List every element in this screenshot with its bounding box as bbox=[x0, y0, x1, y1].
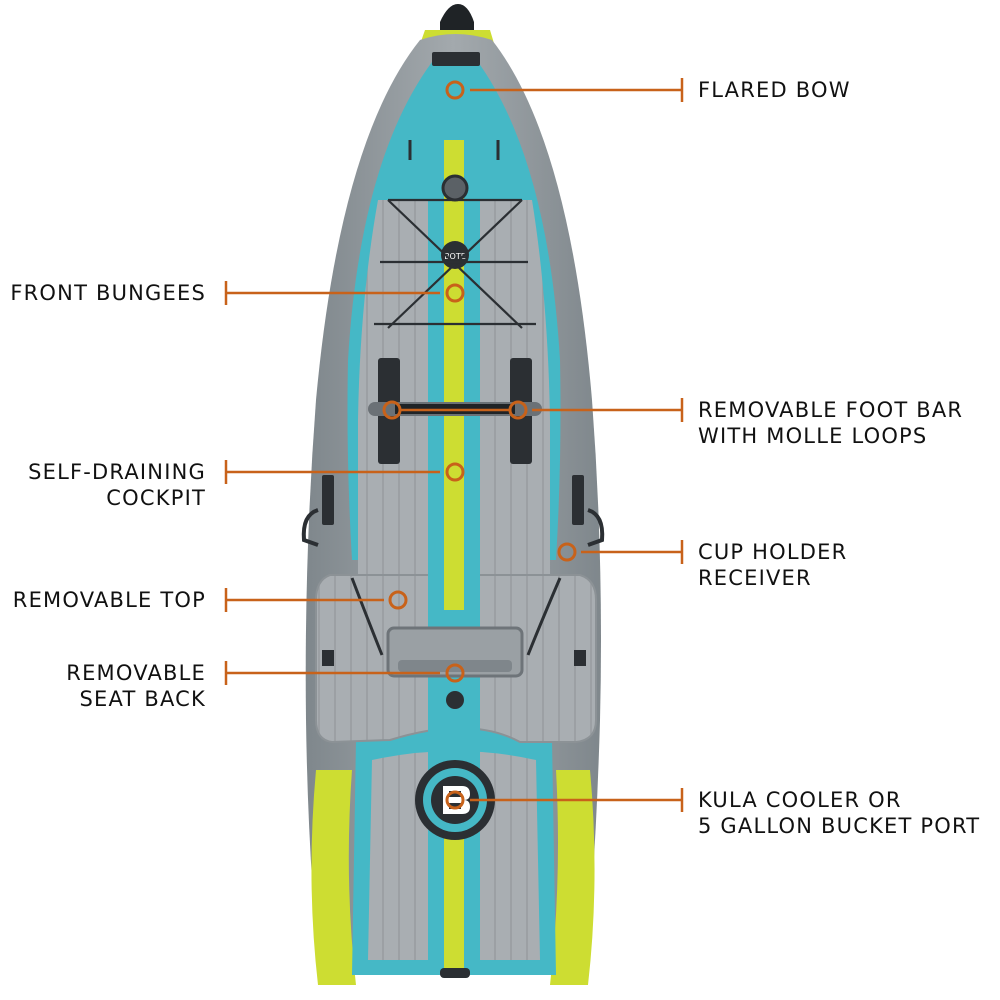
front-bungee-cords bbox=[374, 198, 536, 329]
removable-top-marker-ring bbox=[388, 590, 408, 610]
kula-cooler-port-marker-ring bbox=[445, 790, 465, 810]
self-draining-cockpit-marker-ring bbox=[445, 462, 465, 482]
cup-holder-receiver-label-line: RECEIVER bbox=[698, 566, 812, 590]
removable-seat-back-label-line: SEAT BACK bbox=[79, 687, 206, 711]
deck-logo-text: BOTE bbox=[444, 252, 466, 261]
front-bungees-marker-ring bbox=[445, 283, 465, 303]
kula-cooler-port-label-line: 5 GALLON BUCKET PORT bbox=[698, 814, 981, 838]
bucket-port bbox=[415, 760, 495, 840]
self-draining-cockpit-label-line: COCKPIT bbox=[106, 486, 206, 510]
flared-bow-label: FLARED BOW bbox=[698, 77, 851, 103]
side-receivers bbox=[301, 475, 605, 666]
flared-bow-label-line: FLARED BOW bbox=[698, 78, 851, 102]
removable-foot-bar-label-line: REMOVABLE FOOT BAR bbox=[698, 398, 964, 422]
cup-holder-receiver-marker-ring bbox=[557, 542, 577, 562]
callout-layer bbox=[224, 78, 684, 812]
kula-cooler-port-label-line: KULA COOLER OR bbox=[698, 788, 902, 812]
removable-top-label-line: REMOVABLE TOP bbox=[12, 588, 206, 612]
removable-top-label: REMOVABLE TOP bbox=[13, 587, 206, 613]
bow-logo-plate bbox=[432, 52, 480, 66]
removable-foot-bar-label-line: WITH MOLLE LOOPS bbox=[698, 424, 928, 448]
flared-bow-marker-ring bbox=[445, 80, 465, 100]
front-bungees-label: FRONT BUNGEES bbox=[10, 280, 206, 306]
stern-rails bbox=[311, 770, 595, 985]
self-draining-cockpit-label-line: SELF-DRAINING bbox=[28, 460, 206, 484]
removable-seat-back-marker-ring bbox=[445, 663, 465, 683]
removable-seat-back-label-line: REMOVABLE bbox=[66, 661, 206, 685]
stern-handle bbox=[440, 968, 470, 978]
removable-foot-bar-marker-ring-2 bbox=[382, 400, 402, 420]
front-bungees-label-line: FRONT BUNGEES bbox=[10, 281, 206, 305]
cup-holder-receiver-label-line: CUP HOLDER bbox=[698, 540, 848, 564]
